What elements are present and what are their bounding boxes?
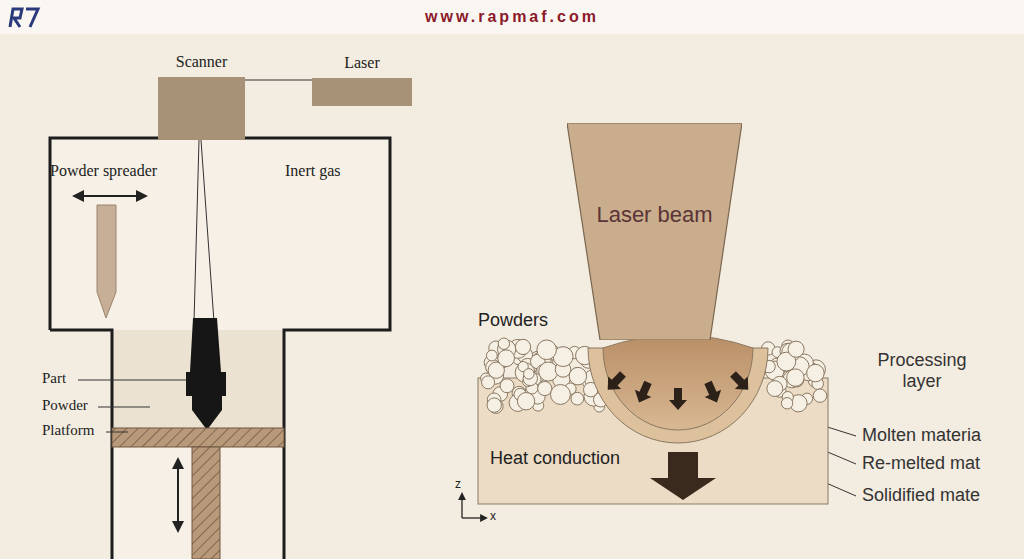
part-label: Powder <box>42 397 88 414</box>
laser-rays <box>194 140 214 322</box>
part-label: Inert gas <box>285 162 341 180</box>
beam-label: Laser beam <box>596 202 712 227</box>
part-label: Heat conduction <box>490 448 620 469</box>
part-shape <box>186 318 226 430</box>
axis-label: x <box>490 510 496 524</box>
part-label: Molten materia <box>862 425 981 446</box>
part-label: Powders <box>478 310 548 331</box>
melt-pool-section <box>462 335 828 518</box>
device-box: Laser <box>312 78 412 106</box>
part-label: Part <box>42 370 66 387</box>
logo <box>10 9 38 27</box>
part-label: Solidified mate <box>862 485 980 506</box>
top-band <box>0 0 1024 34</box>
powder-spreader <box>78 196 142 318</box>
build-chamber <box>50 138 390 559</box>
part-label: Re-melted mat <box>862 453 980 474</box>
watermark: www.rapmaf.com <box>425 8 599 26</box>
box-heading: Scanner <box>176 53 228 71</box>
trapezoid-outline <box>567 123 742 340</box>
axis-label: z <box>455 478 461 492</box>
part-label: Platform <box>42 422 95 439</box>
platform <box>112 428 284 559</box>
laser-beam-shape: Laser beam <box>567 123 742 340</box>
part-label: Processing layer <box>862 350 982 391</box>
box-heading: Laser <box>344 54 380 72</box>
device-box: Scanner <box>158 77 245 140</box>
part-label: Powder spreader <box>50 162 157 180</box>
connector-line <box>245 79 312 80</box>
